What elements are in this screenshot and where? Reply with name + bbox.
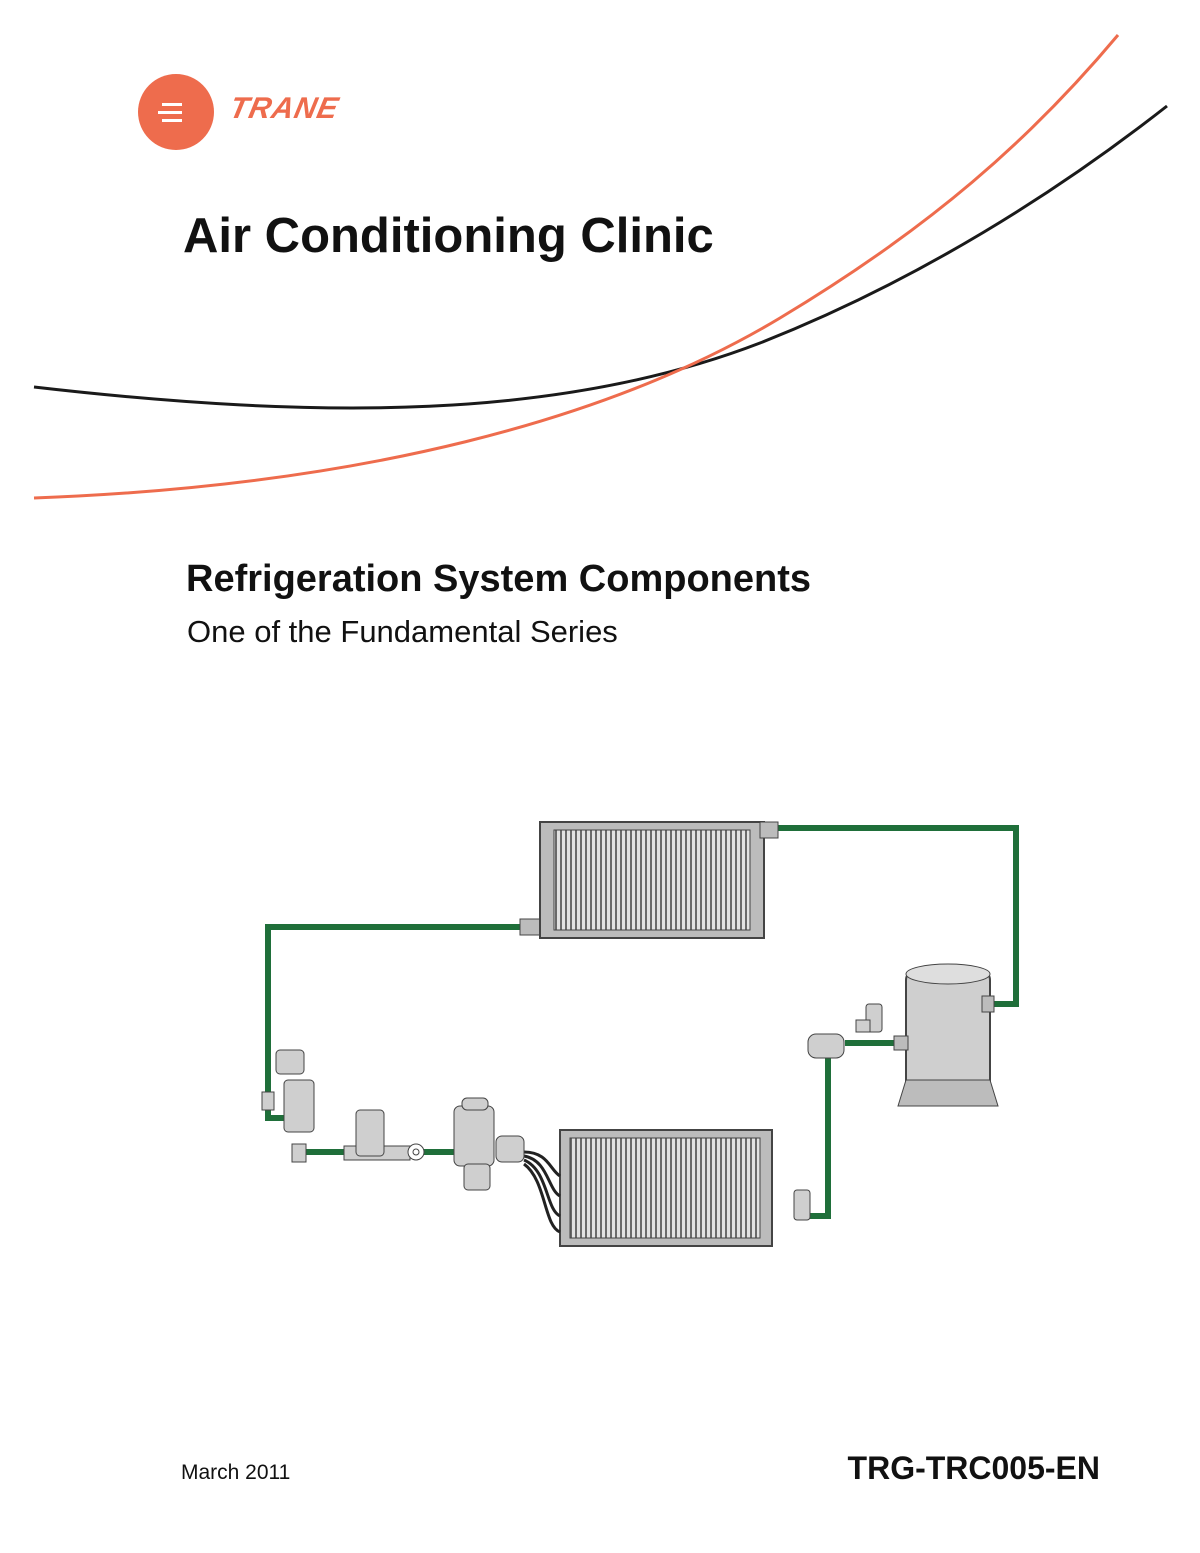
refrigeration-cycle-diagram: [261, 821, 1019, 1247]
decorative-swooshes: [33, 34, 1168, 500]
orange-swoosh: [33, 34, 1120, 500]
components: [261, 1003, 883, 1221]
series-title: Air Conditioning Clinic: [183, 209, 714, 263]
trane-logo-wordmark: TRANE: [226, 92, 342, 125]
document-subtitle: One of the Fundamental Series: [187, 614, 618, 649]
compressor: [893, 963, 999, 1107]
publication-date: March 2011: [181, 1461, 291, 1484]
evaporator-coil: [523, 1129, 773, 1247]
document-number: TRG-TRC005-EN: [847, 1450, 1100, 1486]
condenser-coil: [519, 821, 779, 939]
document-title: Refrigeration System Components: [186, 558, 811, 600]
black-swoosh: [33, 104, 1168, 410]
trane-logo-icon: [138, 74, 214, 150]
